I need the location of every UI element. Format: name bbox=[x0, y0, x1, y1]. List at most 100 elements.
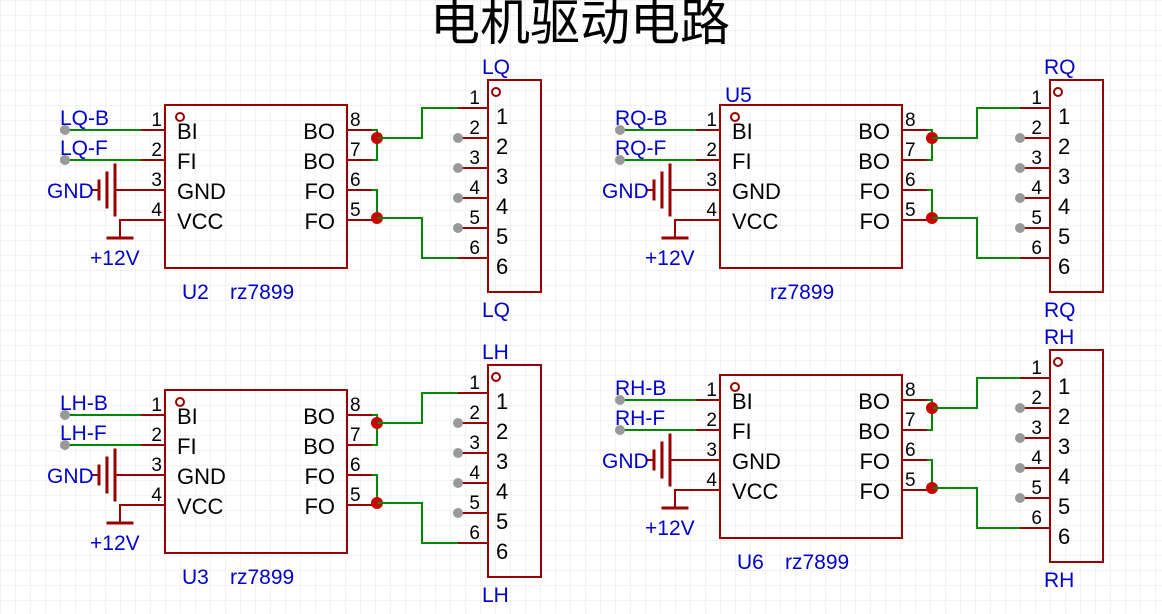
net-label: LQ-B bbox=[60, 107, 109, 130]
pin-number: 8 bbox=[905, 110, 916, 131]
pin-name: FO bbox=[304, 209, 335, 234]
pin-name: 6 bbox=[496, 254, 508, 279]
pin-name: 3 bbox=[1058, 434, 1070, 459]
pin1-marker-icon bbox=[175, 397, 185, 407]
pin-name: FO bbox=[859, 479, 890, 504]
part-value: rz7899 bbox=[785, 551, 849, 574]
pin-name: GND bbox=[732, 449, 781, 474]
jumper-wire bbox=[927, 399, 933, 431]
pin-name: FO bbox=[304, 494, 335, 519]
pin-name: BO bbox=[303, 404, 335, 429]
pin-name: BO bbox=[858, 149, 890, 174]
pin-name: 3 bbox=[496, 449, 508, 474]
pin-number: 5 bbox=[469, 208, 480, 229]
pin-name: FI bbox=[732, 149, 752, 174]
pin-end-dot bbox=[615, 425, 625, 435]
pin-number: 5 bbox=[905, 470, 916, 491]
pin-number: 2 bbox=[469, 403, 480, 424]
output-wire bbox=[377, 502, 458, 544]
pin-name: 2 bbox=[1058, 404, 1070, 429]
pin-end-dot bbox=[1015, 193, 1025, 203]
pin-number: 3 bbox=[1031, 418, 1042, 439]
connector-label-bottom: LQ bbox=[482, 299, 510, 322]
pin-number: 6 bbox=[905, 170, 916, 191]
part-value: rz7899 bbox=[770, 281, 834, 304]
pin-name: BO bbox=[303, 434, 335, 459]
pin-name: 6 bbox=[1058, 524, 1070, 549]
pin-number: 4 bbox=[706, 470, 717, 491]
pin-number: 3 bbox=[469, 433, 480, 454]
pin-number: 5 bbox=[1031, 478, 1042, 499]
pin-number: 1 bbox=[151, 395, 162, 416]
pin-end-dot bbox=[453, 223, 463, 233]
pin-name: BO bbox=[858, 419, 890, 444]
part-value: rz7899 bbox=[230, 566, 294, 589]
output-wire bbox=[932, 487, 1020, 529]
pin-name: 1 bbox=[1058, 104, 1070, 129]
pin-number: 3 bbox=[1031, 148, 1042, 169]
connector-body bbox=[487, 364, 542, 578]
ref-designator: U5 bbox=[725, 84, 752, 107]
jumper-wire bbox=[372, 414, 378, 446]
pin-name: BO bbox=[858, 119, 890, 144]
pin-name: FO bbox=[859, 209, 890, 234]
gnd-label: GND bbox=[47, 180, 94, 203]
net-label: RH-F bbox=[615, 407, 665, 430]
part-value: rz7899 bbox=[230, 281, 294, 304]
pin-number: 3 bbox=[706, 440, 717, 461]
ic-body bbox=[719, 104, 903, 269]
pin-name: 3 bbox=[1058, 164, 1070, 189]
pin-name: 1 bbox=[496, 104, 508, 129]
pin-name: FO bbox=[859, 179, 890, 204]
pin-number: 6 bbox=[1031, 238, 1042, 259]
connector-body bbox=[1049, 79, 1104, 293]
pin-number: 6 bbox=[350, 170, 361, 191]
pin-number: 8 bbox=[350, 395, 361, 416]
pin-end-dot bbox=[453, 418, 463, 428]
pin-number: 2 bbox=[706, 140, 717, 161]
gnd-label: GND bbox=[602, 180, 649, 203]
connector-label-top: RQ bbox=[1044, 56, 1076, 79]
output-wire bbox=[377, 217, 458, 259]
pin-name: 5 bbox=[1058, 494, 1070, 519]
power-label: +12V bbox=[90, 247, 140, 270]
pin-end-dot bbox=[60, 155, 70, 165]
connector-label-top: LH bbox=[482, 341, 509, 364]
pin-end-dot bbox=[453, 478, 463, 488]
net-label: RH-B bbox=[615, 377, 666, 400]
pin-name: VCC bbox=[732, 209, 779, 234]
pin-name: BI bbox=[177, 404, 198, 429]
output-wire bbox=[932, 217, 1020, 259]
pin-name: 4 bbox=[496, 194, 508, 219]
pin-name: 5 bbox=[496, 224, 508, 249]
pin-number: 4 bbox=[469, 178, 480, 199]
pin-number: 5 bbox=[350, 200, 361, 221]
pin-name: GND bbox=[732, 179, 781, 204]
net-label: RQ-F bbox=[615, 137, 666, 160]
pin-name: FO bbox=[304, 179, 335, 204]
pin-number: 2 bbox=[1031, 118, 1042, 139]
pin1-marker-icon bbox=[491, 372, 501, 382]
pin-end-dot bbox=[453, 508, 463, 518]
pin-number: 7 bbox=[350, 140, 361, 161]
pin-number: 1 bbox=[151, 110, 162, 131]
pin-number: 1 bbox=[706, 110, 717, 131]
pin-end-dot bbox=[60, 440, 70, 450]
pin-number: 4 bbox=[151, 485, 162, 506]
pin-number: 3 bbox=[151, 455, 162, 476]
jumper-wire bbox=[372, 129, 378, 161]
pin-name: 6 bbox=[1058, 254, 1070, 279]
connector-label-top: LQ bbox=[482, 56, 510, 79]
pin-name: 4 bbox=[1058, 464, 1070, 489]
pin-end-dot bbox=[1015, 163, 1025, 173]
pin-end-dot bbox=[60, 410, 70, 420]
pin-name: 2 bbox=[1058, 134, 1070, 159]
pin-name: 5 bbox=[1058, 224, 1070, 249]
pin-number: 5 bbox=[469, 493, 480, 514]
output-wire bbox=[377, 107, 458, 139]
